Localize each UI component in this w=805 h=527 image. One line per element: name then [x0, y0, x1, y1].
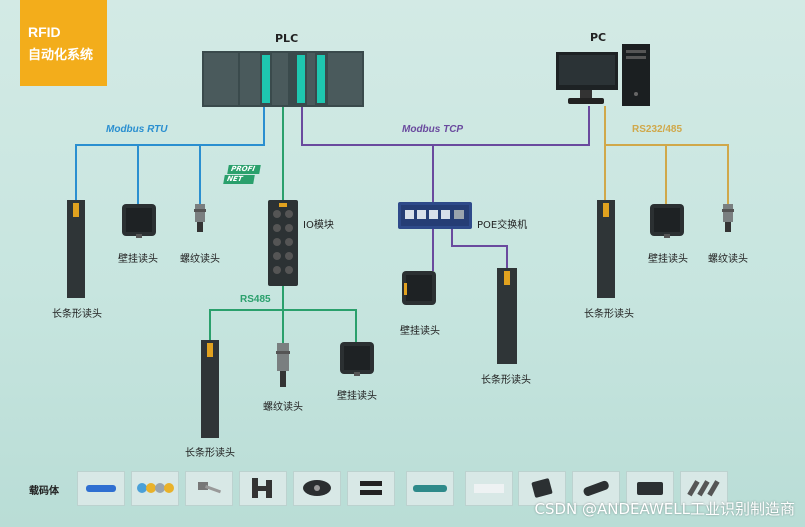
wall-mount-reader-label: 壁挂读头 [337, 391, 377, 402]
threaded-reader-label: 螺纹读头 [708, 254, 748, 265]
rs485-lines [209, 285, 357, 345]
long-bar-reader-label: 长条形读头 [52, 309, 102, 320]
long-bar-reader-icon [597, 200, 615, 298]
plc-icon [202, 51, 364, 107]
rfid-tag-pins-icon [680, 471, 728, 506]
wall-mount-reader-label: 壁挂读头 [648, 254, 688, 265]
rfid-tag-capsule-icon [572, 471, 620, 506]
threaded-reader-icon [722, 204, 734, 232]
rfid-tag-coins-icon [131, 471, 179, 506]
long-bar-reader-icon [67, 200, 85, 298]
threaded-reader-icon [194, 204, 206, 232]
rs232-lines [604, 106, 729, 205]
modbus-tcp-lines [301, 106, 590, 271]
pc-icon [556, 44, 650, 106]
badge-subtitle: 自动化系统 [28, 48, 94, 63]
plc-label: PLC [275, 32, 299, 45]
rfid-tag-white-card-icon [465, 471, 513, 506]
profinet-top: PROFI [227, 165, 261, 174]
pc-label: PC [590, 31, 607, 44]
long-bar-reader-icon [201, 340, 219, 438]
io-module-icon [268, 200, 298, 286]
watermark: CSDN @ANDEAWELL工业识别制造商 [534, 500, 795, 518]
rfid-tag-bracket-icon [239, 471, 287, 506]
rs485-label: RS485 [240, 294, 271, 305]
long-bar-reader-label: 长条形读头 [584, 309, 634, 320]
modbus-rtu-label: Modbus RTU [106, 124, 168, 135]
poe-switch-icon [398, 202, 472, 229]
wall-mount-reader-label: 壁挂读头 [118, 254, 158, 265]
long-bar-reader-label: 长条形读头 [185, 448, 235, 459]
long-bar-reader-label: 长条形读头 [481, 375, 531, 386]
wall-mount-reader-icon [122, 204, 156, 238]
wall-mount-reader-label: 壁挂读头 [400, 326, 440, 337]
profinet-bottom: NET [223, 175, 255, 184]
rfid-tag-dark-square-icon [518, 471, 566, 506]
rfid-tag-disc-icon [293, 471, 341, 506]
wall-mount-reader-icon [340, 342, 374, 376]
io-module-label: IO模块 [303, 220, 334, 231]
wall-mount-reader-icon [650, 204, 684, 238]
rfid-tag-blue-icon [77, 471, 125, 506]
rfid-tag-teal-bar-icon [406, 471, 454, 506]
threaded-reader-label: 螺纹读头 [263, 402, 303, 413]
wall-mount-reader-icon [402, 271, 436, 305]
carriers-label: 载码体 [29, 486, 59, 497]
rs232-485-label: RS232/485 [632, 124, 683, 135]
long-bar-reader-icon [497, 268, 517, 364]
rfid-badge: RFID 自动化系统 [20, 0, 107, 86]
threaded-reader-icon [276, 343, 290, 387]
profinet-logo: PROFI NET [223, 165, 264, 185]
rfid-tag-screw-icon [185, 471, 233, 506]
modbus-tcp-label: Modbus TCP [402, 124, 464, 135]
poe-switch-label: POE交换机 [477, 220, 528, 231]
rfid-tag-black-bar-icon [347, 471, 395, 506]
threaded-reader-label: 螺纹读头 [180, 254, 220, 265]
modbus-rtu-lines [75, 107, 265, 205]
rfid-tag-wide-icon [626, 471, 674, 506]
badge-title: RFID [28, 24, 61, 40]
